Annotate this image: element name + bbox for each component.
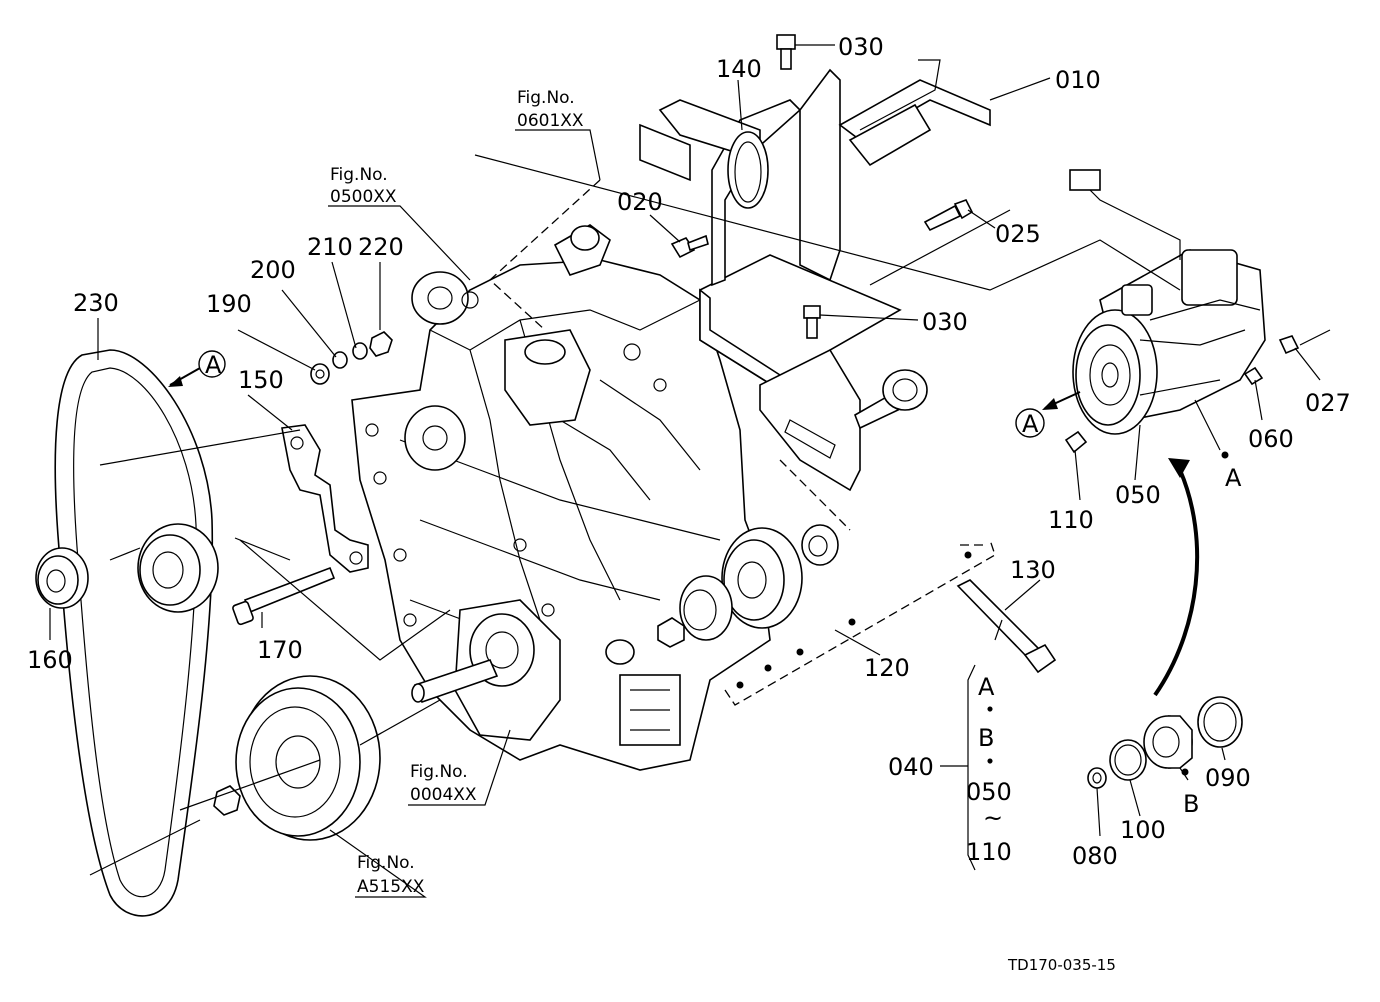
label-210: 210: [307, 233, 353, 261]
label-110: 110: [1048, 506, 1094, 534]
fig-ref-0500-title: Fig.No.: [330, 165, 388, 185]
label-100: 100: [1120, 816, 1166, 844]
label-025: 025: [995, 220, 1041, 248]
label-130: 130: [1010, 556, 1056, 584]
tension-bolt: [232, 566, 336, 626]
idler-pulley: [35, 547, 89, 609]
kit-dot-2: ・: [978, 748, 1002, 776]
label-080: 080: [1072, 842, 1118, 870]
bolt-025: [923, 199, 974, 232]
ac-compressor: [1064, 169, 1300, 454]
tension-bracket: [281, 424, 369, 573]
view-marker-labels: A A A B: [205, 351, 1242, 818]
label-030-mid: 030: [922, 308, 968, 336]
view-arrow-right: [1015, 391, 1081, 438]
label-040: 040: [888, 753, 934, 781]
label-170: 170: [257, 636, 303, 664]
fig-ref-0601-code: 0601XX: [517, 111, 584, 131]
label-150: 150: [238, 366, 284, 394]
label-060: 060: [1248, 425, 1294, 453]
label-220: 220: [358, 233, 404, 261]
label-120: 120: [864, 654, 910, 682]
label-200: 200: [250, 256, 296, 284]
view-marker-left-a: A: [205, 351, 222, 379]
label-140: 140: [716, 55, 762, 83]
dashed-lines: [489, 179, 996, 706]
fig-references: Fig.No. 0601XX Fig.No. 0500XX Fig.No. 00…: [330, 88, 584, 897]
fig-ref-a515-title: Fig.No.: [357, 853, 415, 873]
view-marker-right-a: A: [1022, 410, 1039, 438]
label-050: 050: [1115, 481, 1161, 509]
fig-ref-0601-title: Fig.No.: [517, 88, 575, 108]
part-labels: 230 160 170 150 190 200 210 220 030 140 …: [27, 33, 1351, 870]
label-030-top: 030: [838, 33, 884, 61]
tension-pulley: [137, 523, 219, 613]
fig-ref-0500-code: 0500XX: [330, 187, 397, 207]
crank-pulley: [213, 675, 381, 841]
label-010: 010: [1055, 66, 1101, 94]
label-090: 090: [1205, 764, 1251, 792]
label-230: 230: [73, 289, 119, 317]
reference-dots: [736, 451, 1229, 776]
compressor-bracket: [639, 59, 991, 492]
kit-tilde: ~: [983, 804, 1003, 832]
kit-040-list: A ・ B ・ 050 ~ 110: [966, 673, 1012, 866]
leader-lines: [49, 44, 1331, 898]
kit-to: 110: [966, 838, 1012, 866]
fig-ref-0004-code: 0004XX: [410, 785, 477, 805]
fig-ref-a515-code: A515XX: [357, 877, 425, 897]
label-160: 160: [27, 646, 73, 674]
view-arrow-left: [168, 350, 226, 387]
kit-dot-1: ・: [978, 696, 1002, 724]
kit-a: A: [978, 673, 995, 701]
kit-b: B: [978, 724, 994, 752]
idler-pulley-set: [657, 524, 839, 648]
drawing-code: TD170-035-15: [1007, 956, 1116, 974]
washer-stack: [310, 331, 393, 385]
pivot-bolt: [854, 369, 928, 430]
bolt-020: [670, 234, 709, 259]
kit-bracket: [967, 664, 976, 871]
point-marker-a: A: [1225, 464, 1242, 492]
label-020: 020: [617, 188, 663, 216]
label-190: 190: [206, 290, 252, 318]
label-027: 027: [1305, 389, 1351, 417]
fig-ref-0004-title: Fig.No.: [410, 762, 468, 782]
v-belt: [54, 349, 214, 917]
curved-arrow: [1153, 458, 1200, 697]
bolt-030-mid: [803, 305, 821, 339]
point-marker-b: B: [1183, 790, 1199, 818]
kit-from: 050: [966, 778, 1012, 806]
clutch-parts: [1087, 696, 1243, 789]
bolt-030-top: [776, 34, 796, 70]
adjust-bolt-130: [956, 579, 1057, 674]
